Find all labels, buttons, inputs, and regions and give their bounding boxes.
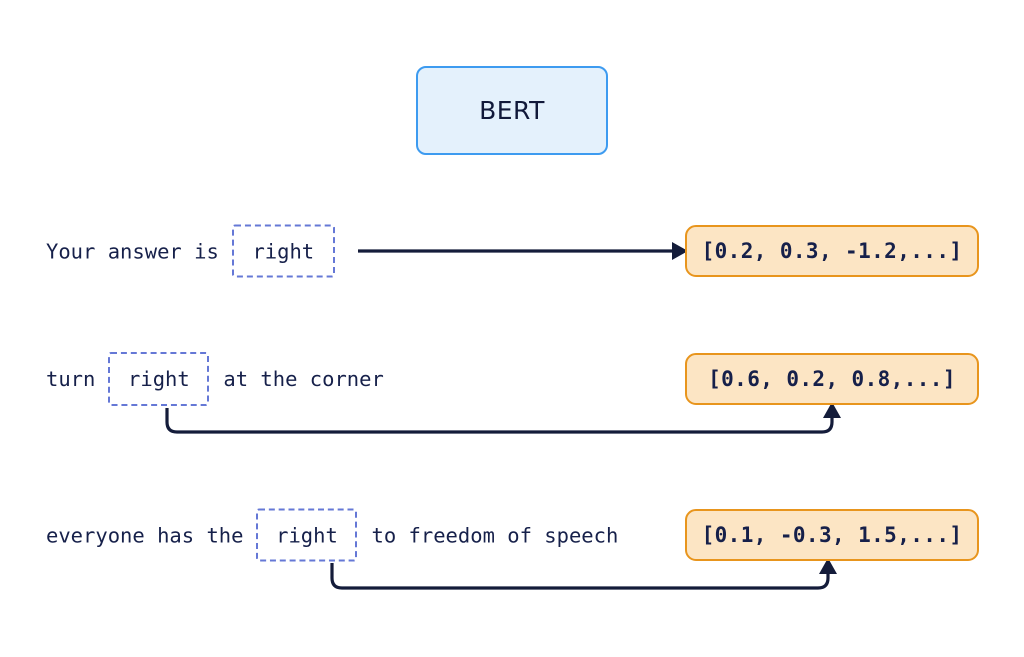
sentence-prefix-row-3: everyone has the xyxy=(46,523,244,547)
sentence-prefix-row-1: Your answer is xyxy=(46,239,219,263)
highlighted-token-row-1[interactable]: right xyxy=(231,224,335,278)
bert-model-box: BERT xyxy=(416,66,608,155)
sentence-prefix-row-2: turn xyxy=(46,367,96,391)
sentence-suffix-row-2: at the corner xyxy=(223,367,384,391)
arrow-row-2 xyxy=(165,402,841,434)
embedding-vector-row-2: [0.6, 0.2, 0.8,...] xyxy=(685,353,979,405)
highlighted-token-row-2[interactable]: right xyxy=(108,352,210,406)
bert-model-label: BERT xyxy=(479,96,545,125)
sentence-row-1: Your answer is right xyxy=(46,224,348,278)
sentence-row-3: everyone has the right to freedom of spe… xyxy=(46,508,619,562)
arrow-row-3 xyxy=(330,558,837,590)
arrow-row-1 xyxy=(358,242,688,260)
sentence-suffix-row-3: to freedom of speech xyxy=(371,523,619,547)
highlighted-token-row-3[interactable]: right xyxy=(256,508,358,562)
embedding-vector-row-3: [0.1, -0.3, 1.5,...] xyxy=(685,509,979,561)
embedding-vector-row-1: [0.2, 0.3, -1.2,...] xyxy=(685,225,979,277)
sentence-row-2: turn right at the corner xyxy=(46,352,384,406)
